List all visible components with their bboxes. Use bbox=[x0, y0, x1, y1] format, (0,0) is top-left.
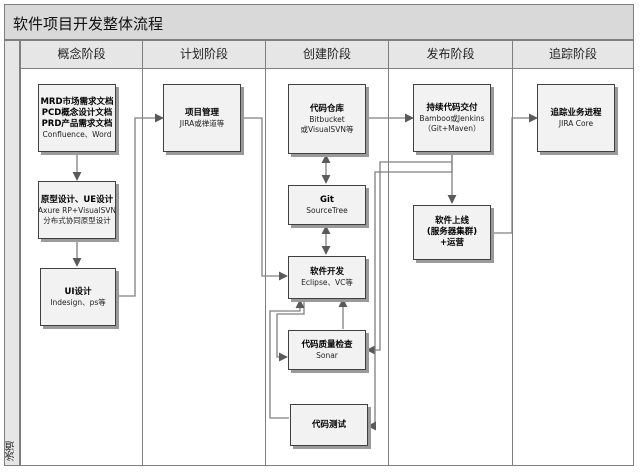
node-prototype-tool-1: Axure RP+VisualSVN bbox=[38, 205, 116, 215]
node-release-line-3: +运营 bbox=[439, 238, 465, 248]
node-ci-tool-1: Bamboo或Jenkins bbox=[419, 113, 485, 123]
node-project-mgmt: 项目管理 JIRA或禅道等 bbox=[163, 84, 241, 152]
node-concept-docs-line-3: PRD产品需求文档 bbox=[41, 118, 113, 129]
node-release-line-2: (服务器集群) bbox=[426, 227, 478, 237]
lane-header-tracking: 追踪阶段 bbox=[513, 41, 633, 69]
node-ci: 持续代码交付 Bamboo或Jenkins （Git+Maven） bbox=[413, 84, 491, 152]
swimlane-label: 泳道 bbox=[6, 441, 17, 461]
node-code-repo: 代码仓库 Bitbucket 或VisualSVN等 bbox=[288, 84, 366, 154]
node-dev-title: 软件开发 bbox=[309, 267, 344, 277]
node-prototype: 原型设计、UE设计 Axure RP+VisualSVN 分布式协同原型设计 bbox=[38, 181, 116, 239]
node-concept-docs-line-1: MRD市场需求文档 bbox=[40, 96, 114, 107]
lane-header-build: 创建阶段 bbox=[266, 41, 388, 69]
node-git: Git SourceTree bbox=[288, 185, 366, 225]
node-concept-docs: MRD市场需求文档 PCD概念设计文档 PRD产品需求文档 Confluence… bbox=[38, 84, 116, 152]
node-test: 代码测试 bbox=[290, 404, 368, 446]
lane-title-build: 创建阶段 bbox=[302, 47, 351, 61]
node-concept-docs-line-2: PCD概念设计文档 bbox=[41, 107, 113, 118]
node-project-mgmt-tool: JIRA或禅道等 bbox=[179, 118, 225, 128]
node-code-repo-tool-1: Bitbucket bbox=[309, 114, 345, 124]
node-git-tool: SourceTree bbox=[306, 205, 348, 215]
node-release-line-1: 软件上线 bbox=[434, 216, 469, 226]
diagram-title: 软件项目开发整体流程 bbox=[13, 15, 164, 33]
title-bar: 软件项目开发整体流程 bbox=[4, 4, 634, 40]
node-code-repo-tool-2: 或VisualSVN等 bbox=[300, 124, 354, 134]
node-test-title: 代码测试 bbox=[311, 419, 346, 430]
lane-title-plan: 计划阶段 bbox=[179, 47, 228, 61]
node-code-repo-title: 代码仓库 bbox=[309, 103, 344, 114]
node-ui-design: UI设计 Indesign、ps等 bbox=[40, 268, 116, 326]
lane-header-concept: 概念阶段 bbox=[21, 41, 142, 69]
node-ui-design-title: UI设计 bbox=[64, 286, 92, 297]
swimlane-label-cell: 泳道 bbox=[4, 40, 20, 466]
node-ui-design-tool: Indesign、ps等 bbox=[50, 297, 106, 307]
node-prototype-tool-2: 分布式协同原型设计 bbox=[43, 215, 111, 225]
lane-title-release: 发布阶段 bbox=[426, 47, 475, 61]
node-release: 软件上线 (服务器集群) +运营 bbox=[413, 205, 491, 260]
node-concept-docs-tool: Confluence、Word bbox=[42, 129, 112, 139]
node-tracking-title: 追踪业务进程 bbox=[550, 107, 602, 118]
node-dev: 软件开发 Eclipse、VC等 bbox=[288, 256, 366, 299]
node-quality: 代码质量检查 Sonar bbox=[288, 330, 366, 370]
node-ci-tool-2: （Git+Maven） bbox=[423, 123, 481, 133]
node-prototype-title: 原型设计、UE设计 bbox=[40, 194, 114, 205]
lane-title-tracking: 追踪阶段 bbox=[548, 47, 597, 61]
node-ci-title: 持续代码交付 bbox=[426, 102, 478, 113]
node-project-mgmt-title: 项目管理 bbox=[184, 107, 219, 118]
lane-header-release: 发布阶段 bbox=[389, 41, 512, 69]
node-quality-tool: Sonar bbox=[316, 350, 338, 360]
lane-title-concept: 概念阶段 bbox=[57, 47, 106, 61]
node-quality-title: 代码质量检查 bbox=[301, 339, 353, 350]
node-tracking: 追踪业务进程 JIRA Core bbox=[537, 84, 615, 152]
node-dev-tool: Eclipse、VC等 bbox=[301, 278, 353, 287]
node-git-title: Git bbox=[320, 194, 334, 205]
node-tracking-tool: JIRA Core bbox=[558, 118, 594, 128]
lane-header-plan: 计划阶段 bbox=[143, 41, 265, 69]
